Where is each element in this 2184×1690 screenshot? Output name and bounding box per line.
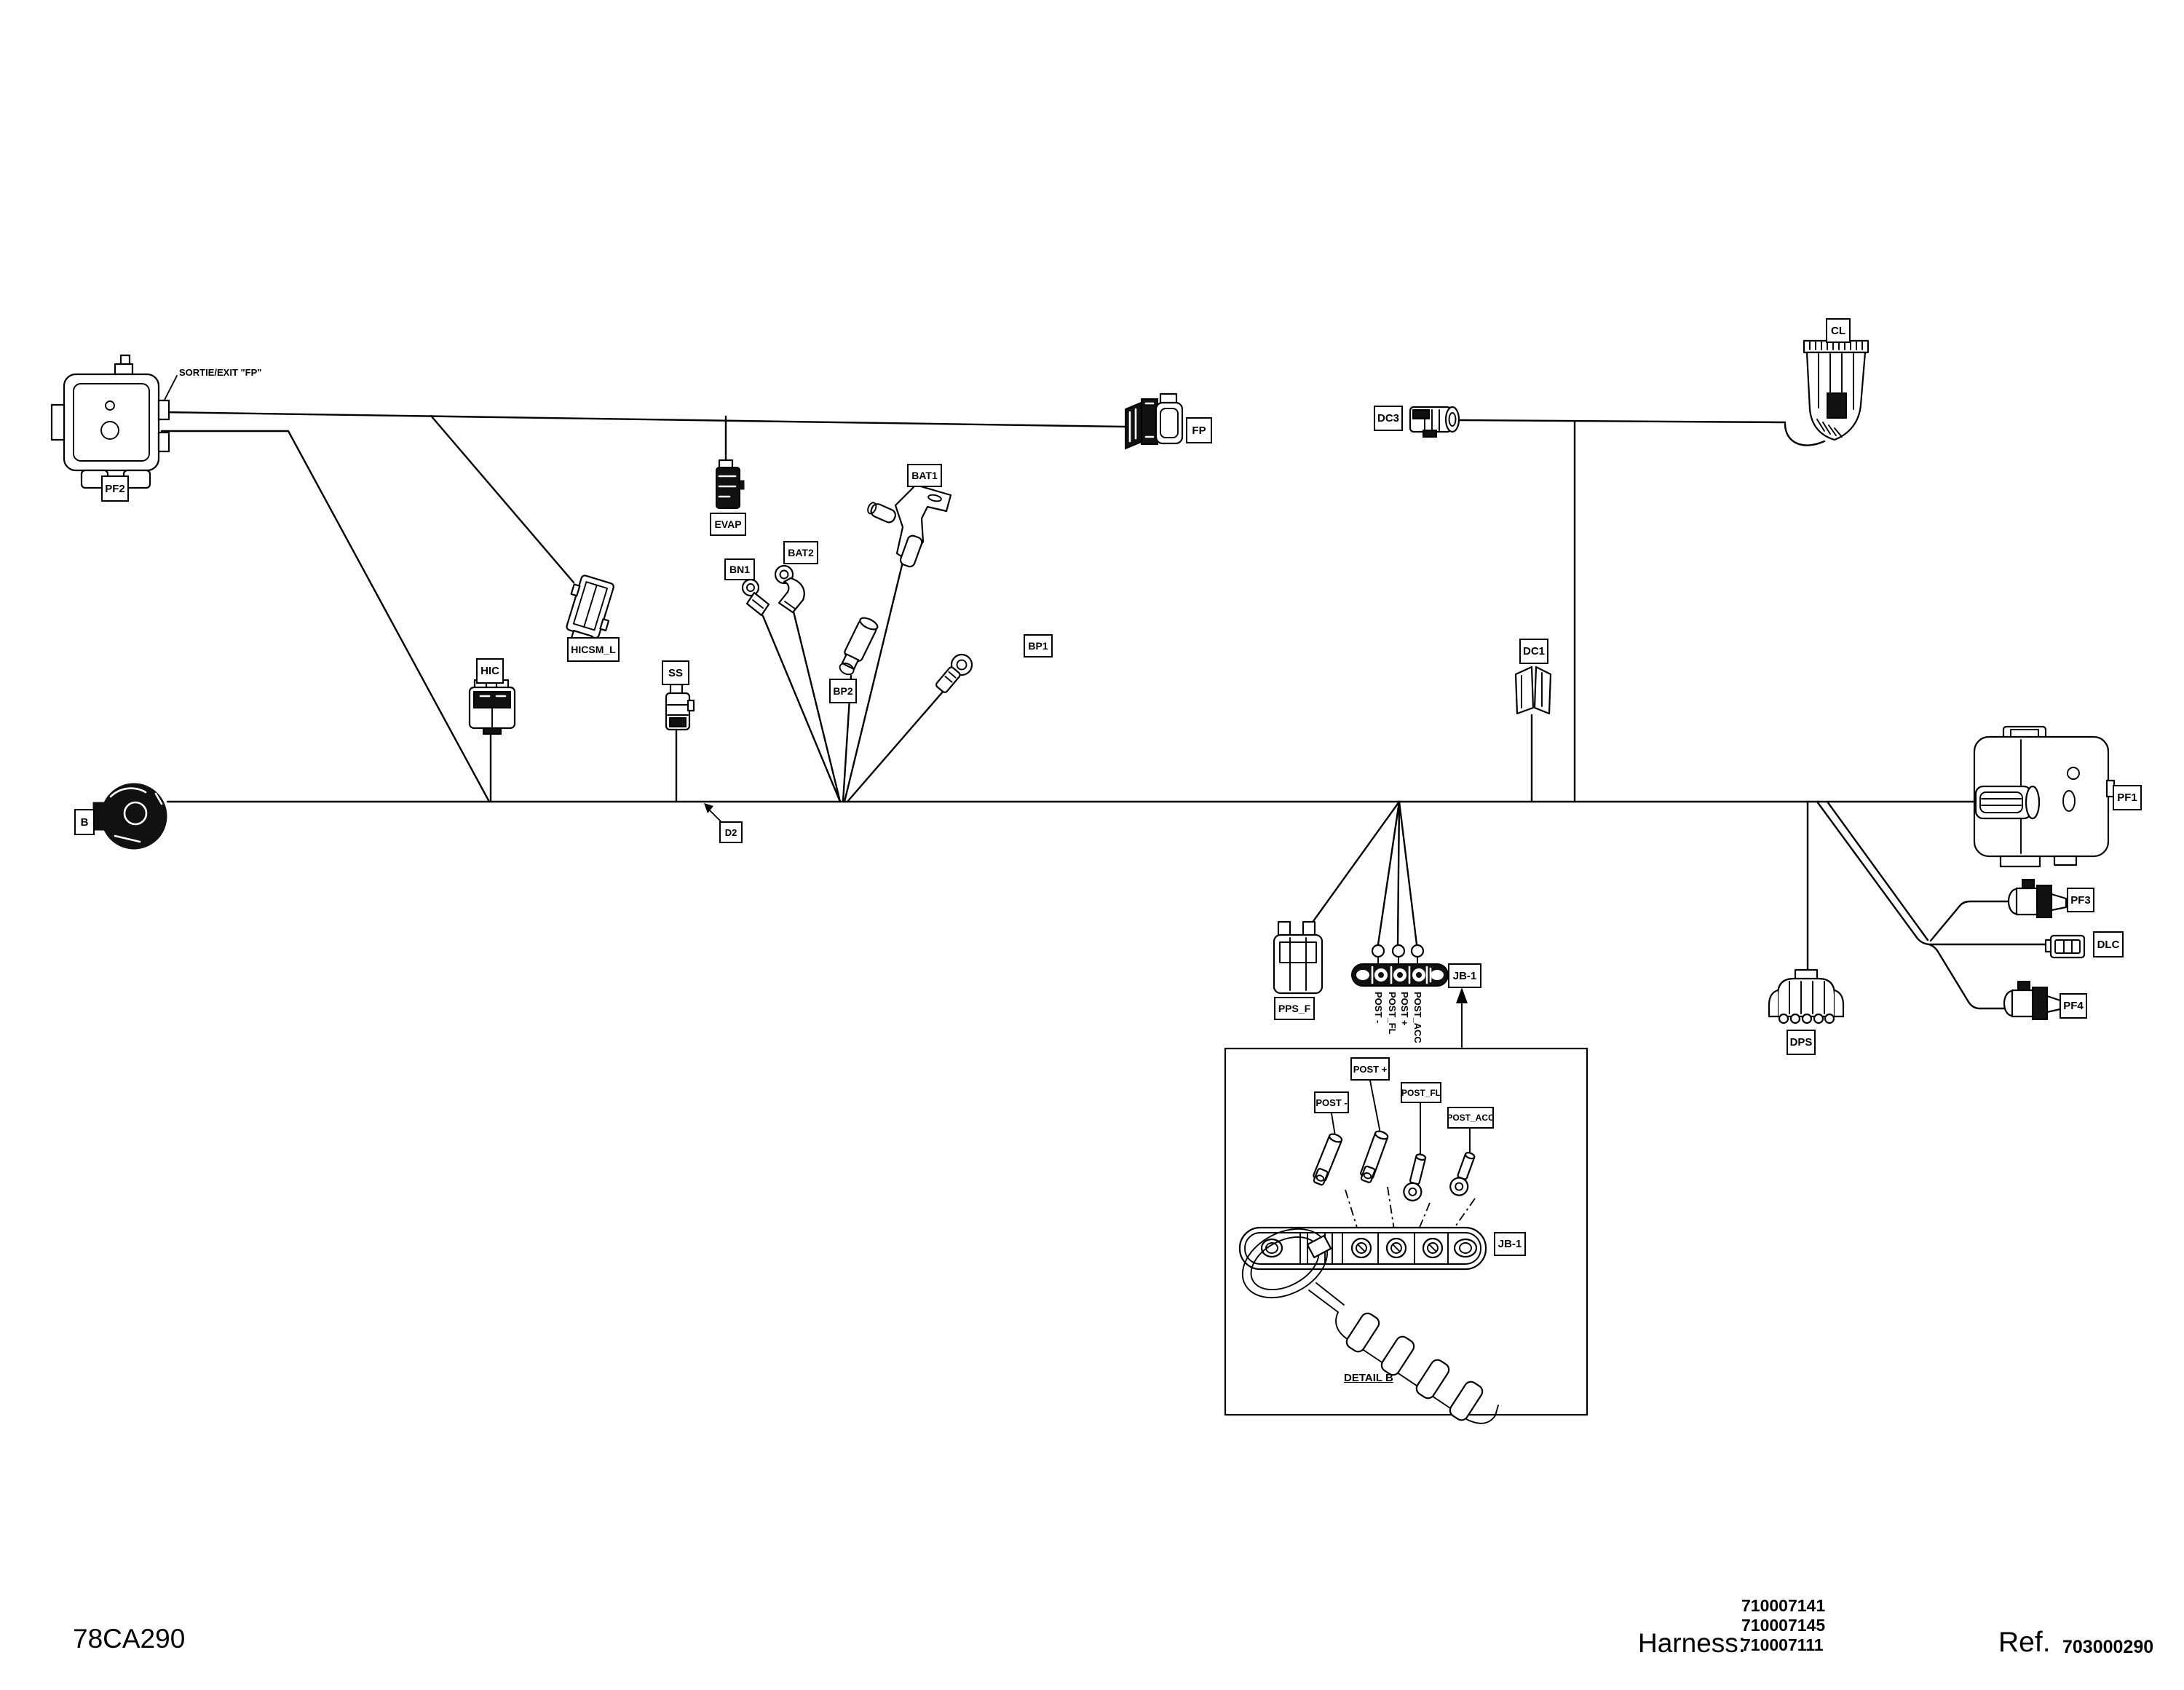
label-d2: D2 (719, 821, 743, 843)
jb1-arrowhead (1456, 987, 1468, 1003)
label-sortie-callout: SORTIE/EXIT "FP" (179, 367, 262, 378)
bat1-terminal (867, 483, 952, 568)
label-bat2: BAT2 (783, 541, 818, 564)
fp-connector (1125, 392, 1184, 450)
post-fl-terminal (1403, 1153, 1427, 1201)
label-bn1: BN1 (724, 558, 755, 580)
bp2-terminal (839, 617, 879, 676)
label-detail-b-title: DETAIL B (1344, 1372, 1393, 1384)
b-connector (92, 783, 167, 850)
label-dlc: DLC (2093, 931, 2124, 957)
dc3-connector (1409, 406, 1460, 438)
label-ss: SS (662, 660, 689, 685)
post-acc-terminal (1449, 1152, 1476, 1196)
label-post-plus: POST + (1350, 1057, 1390, 1081)
detail-b-box (1224, 1047, 1588, 1424)
jb1-cover (1241, 1228, 1499, 1424)
jb1-junction-block (1351, 944, 1449, 987)
post-minus-terminal (1313, 1133, 1343, 1186)
label-jb1-detail: JB-1 (1494, 1232, 1526, 1256)
label-cl: CL (1826, 318, 1851, 343)
bp1-terminal (935, 653, 973, 693)
label-post-plus-v: POST + (1399, 992, 1410, 1026)
dc1-connector (1514, 666, 1552, 715)
label-post-fl: POST_FL (1401, 1082, 1441, 1103)
label-dc1: DC1 (1519, 639, 1548, 664)
harness-number-3: 710007111 (1741, 1635, 1824, 1654)
pf1-connector (1973, 725, 2116, 868)
pps-f-connector (1273, 920, 1324, 995)
label-pf1: PF1 (2113, 785, 2142, 810)
label-post-minus-v: POST - (1373, 992, 1384, 1024)
label-post-acc-v: POST_ACC (1412, 992, 1423, 1043)
harness-numbers: 710007141 710007145 710007111 (1741, 1596, 1825, 1655)
d2-arrowhead (704, 803, 713, 813)
label-bat1: BAT1 (907, 464, 942, 487)
jb1-detail-bar (1238, 1226, 1487, 1271)
label-post-acc: POST_ACC (1447, 1107, 1495, 1129)
label-dc3: DC3 (1374, 406, 1403, 431)
label-pps-f: PPS_F (1274, 997, 1315, 1020)
ref-number: 703000290 (2062, 1637, 2154, 1657)
cl-connector (1803, 339, 1870, 441)
pf3-connector (2007, 879, 2068, 918)
harness-number-1: 710007141 (1741, 1596, 1826, 1615)
dps-connector (1768, 968, 1845, 1024)
ss-connector (665, 683, 695, 731)
harness-wires (160, 411, 2051, 1010)
label-dps: DPS (1787, 1030, 1816, 1055)
label-pf2: PF2 (101, 475, 129, 502)
label-bp2: BP2 (829, 679, 857, 703)
leader-lines (161, 375, 1468, 1048)
bn1-terminal (741, 578, 770, 617)
ref-label: Ref. (1998, 1627, 2051, 1658)
bat2-terminal (774, 564, 805, 614)
hic-connector (468, 679, 516, 735)
label-fp: FP (1186, 417, 1212, 443)
harness-number-2: 710007145 (1741, 1616, 1826, 1635)
label-evap: EVAP (710, 513, 746, 536)
post-plus-terminal (1360, 1130, 1389, 1183)
dlc-connector (2044, 934, 2086, 959)
label-pf4: PF4 (2060, 993, 2087, 1019)
page-code: 78CA290 (73, 1624, 186, 1654)
hicsm-l-connector (566, 574, 614, 644)
evap-connector (716, 459, 745, 509)
label-post-minus: POST - (1314, 1091, 1349, 1113)
label-bp1: BP1 (1024, 634, 1053, 658)
pf2-connector (50, 354, 170, 489)
pf4-connector (2003, 981, 2062, 1020)
label-b: B (74, 809, 95, 835)
label-hic: HIC (476, 658, 504, 684)
label-hicsm-l: HICSM_L (567, 637, 620, 662)
label-post-fl-v: POST_FL (1387, 992, 1398, 1035)
harness-label: Harness: (1638, 1628, 1746, 1658)
label-pf3: PF3 (2067, 888, 2094, 912)
label-jb1-main: JB-1 (1448, 963, 1481, 988)
